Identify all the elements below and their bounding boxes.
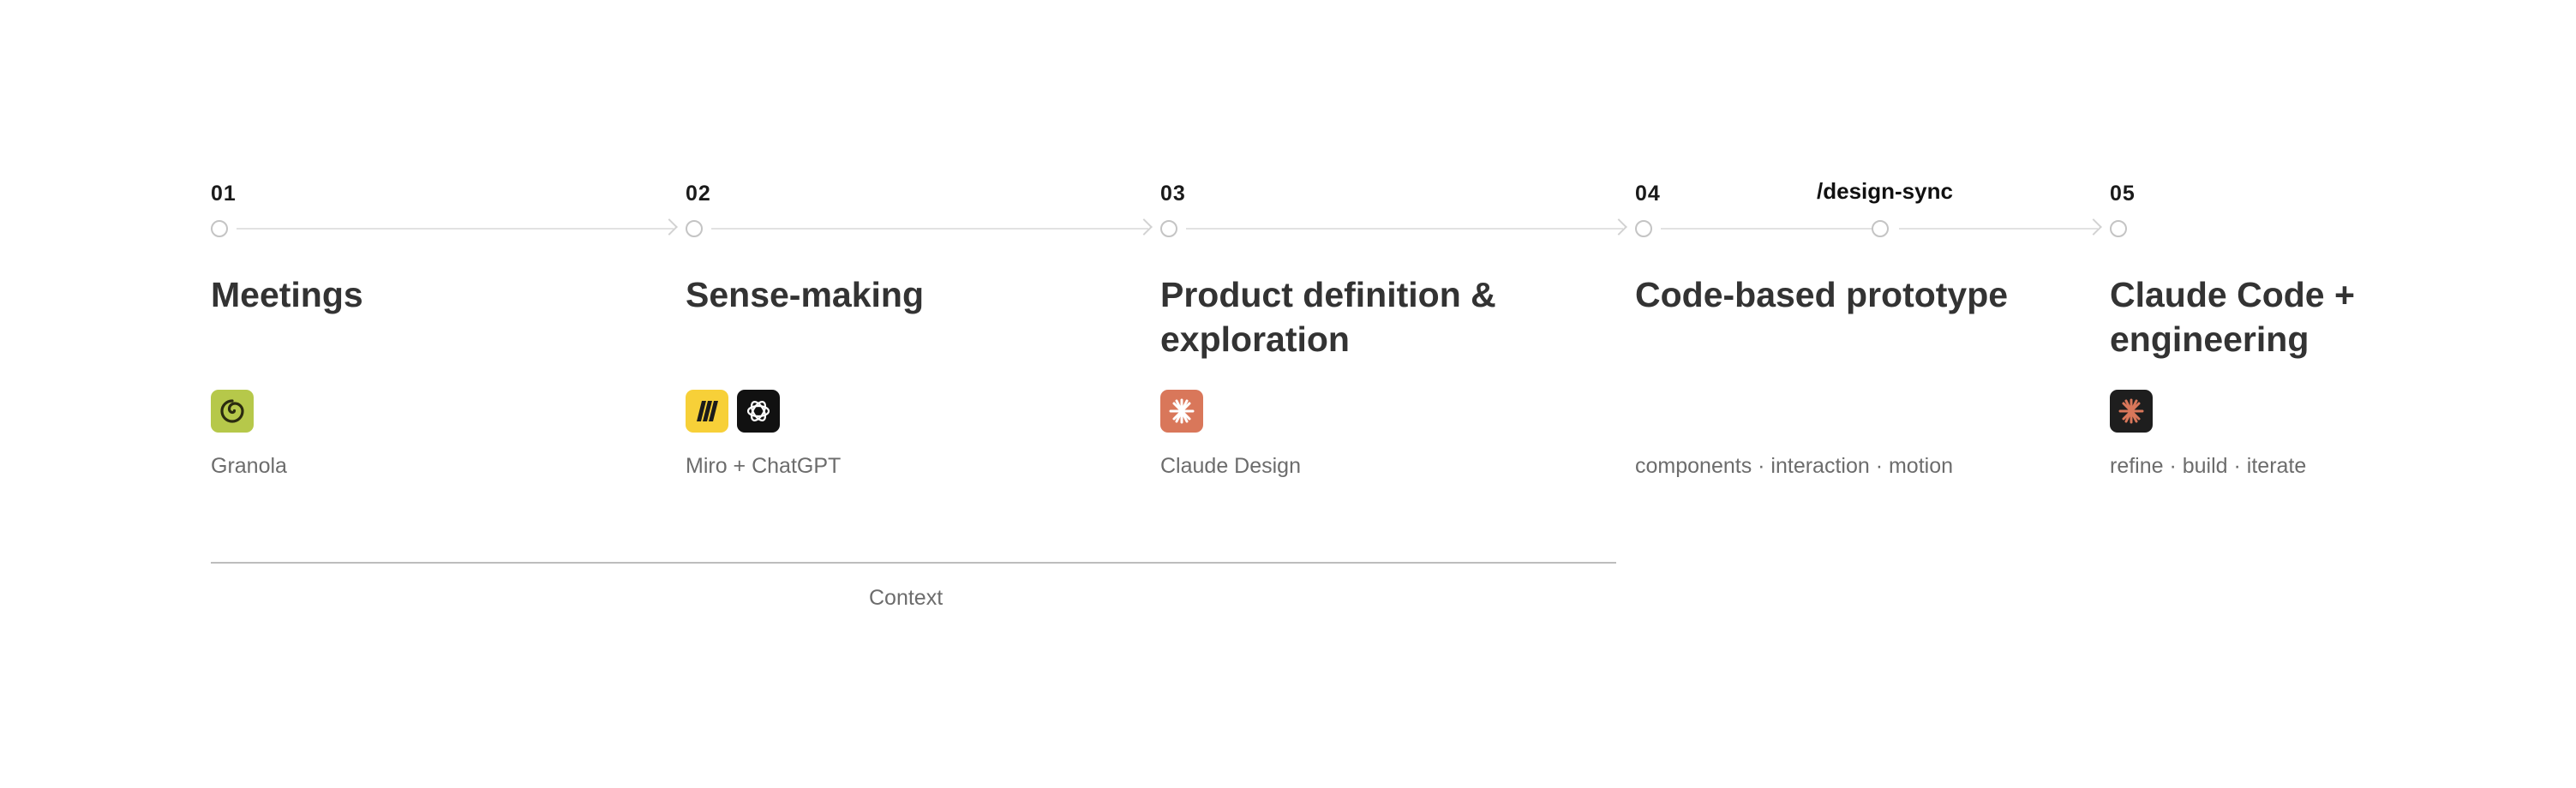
step-node-4: [1635, 220, 1652, 237]
step-node-1: [211, 220, 228, 237]
step-caption-2: Miro + ChatGPT: [686, 454, 842, 478]
step-title-3: Product definition & exploration: [1160, 275, 1496, 359]
step-number-3: 03: [1160, 182, 1186, 206]
design-sync-label: /design-sync: [1817, 178, 1953, 204]
step-node-3: [1160, 220, 1177, 237]
claude-code-icon: [2110, 390, 2153, 433]
arrow-2-3-icon: [1135, 218, 1153, 236]
connector-4-mid: [1661, 228, 1873, 230]
step-title-1: Meetings: [211, 275, 363, 314]
step-caption-1: Granola: [211, 454, 287, 478]
arrow-4-5-icon: [2085, 218, 2102, 236]
step-number-2: 02: [686, 182, 711, 206]
step-caption-5: refine · build · iterate: [2110, 454, 2307, 478]
arrow-1-2-icon: [661, 218, 678, 236]
connector-2-3: [711, 228, 1148, 230]
connector-1-2: [237, 228, 674, 230]
miro-icon: [686, 390, 728, 433]
step-caption-4: components · interaction · motion: [1635, 454, 1954, 478]
step-node-5: [2110, 220, 2127, 237]
step-number-5: 05: [2110, 182, 2136, 206]
step-title-5: Claude Code + engineering: [2110, 275, 2355, 359]
step-number-4: 04: [1635, 182, 1661, 206]
step-caption-3: Claude Design: [1160, 454, 1301, 478]
connector-mid-5: [1899, 228, 2098, 230]
claude-design-icon: [1160, 390, 1203, 433]
connector-3-4: [1186, 228, 1623, 230]
step-node-2: [686, 220, 703, 237]
step-title-2: Sense-making: [686, 275, 924, 314]
context-label: Context: [869, 586, 944, 610]
granola-icon: [211, 390, 254, 433]
step-number-1: 01: [211, 182, 237, 206]
step-title-4: Code-based prototype: [1635, 275, 2009, 314]
context-line: [211, 562, 1616, 564]
arrow-3-4-icon: [1610, 218, 1627, 236]
design-sync-node: [1872, 220, 1889, 237]
chatgpt-icon: [737, 390, 780, 433]
